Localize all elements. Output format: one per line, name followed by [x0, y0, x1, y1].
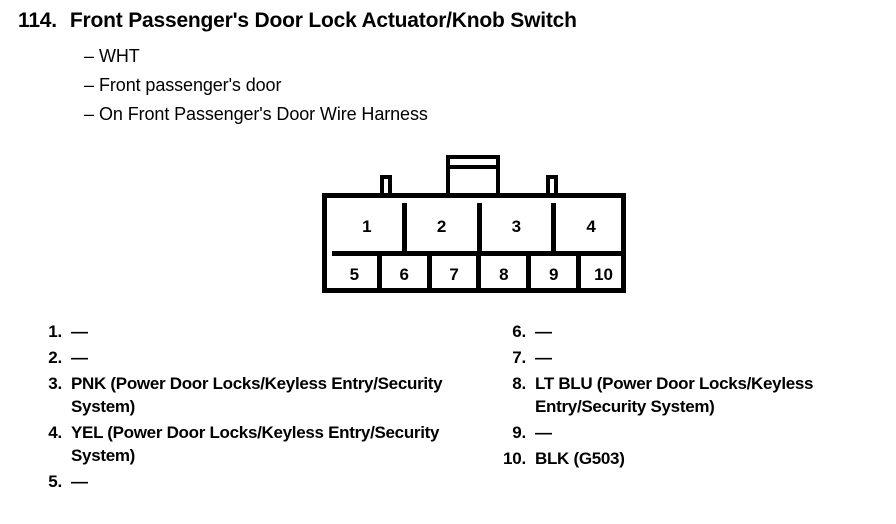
pin-legend-row: 9. — [492, 421, 896, 444]
pin-legend-row: 1. — [28, 320, 468, 343]
subtitle-line: –WHT [84, 46, 140, 67]
connector-pin-cell: 7 [432, 256, 482, 293]
subtitle-text: Front passenger's door [99, 75, 282, 95]
connector-pin-cell: 6 [382, 256, 432, 293]
entry-number: 114. [18, 9, 57, 32]
pin-number: 2. [48, 348, 62, 367]
connector-pin-cell: 10 [594, 264, 614, 284]
pin-number: 5. [48, 472, 62, 491]
pin-legend-row: 7. — [492, 346, 896, 369]
pin-number: 10. [502, 449, 526, 468]
dash-bullet-icon: – [84, 46, 94, 66]
pin-number: 4. [48, 423, 62, 442]
pin-legend-row: 2. — [28, 346, 468, 369]
pin-number: 9. [512, 423, 526, 442]
dash-bullet-icon: – [84, 75, 94, 95]
connector-side-tab-left [380, 175, 392, 193]
dash-bullet-icon: – [84, 104, 94, 124]
pin-description: LT BLU (Power Door Locks/Keyless Entry/S… [535, 374, 814, 416]
pin-description: — [71, 322, 88, 341]
pin-legend-row: 10. BLK (G503) [492, 447, 896, 470]
connector-side-tab-right [546, 175, 558, 193]
subtitle-text: WHT [99, 46, 140, 66]
connector-pin-cell: 4 [586, 217, 596, 236]
connector-pin-cell: 8 [481, 256, 532, 293]
connector-pin-cell: 5 [332, 256, 382, 293]
pin-legend-row: 6. — [492, 320, 896, 343]
entry-title: Front Passenger's Door Lock Actuator/Kno… [69, 9, 577, 32]
connector-body: 1 2 3 4 5 6 7 8 9 10 [322, 193, 626, 293]
pin-legend-row: 4. YEL (Power Door Locks/Keyless Entry/S… [28, 421, 468, 467]
connector-pin-cell: 9 [531, 256, 582, 293]
connector-pin-cell: 3 [482, 203, 557, 251]
pin-description: — [71, 472, 88, 491]
pin-number: 1. [48, 322, 62, 341]
pin-description: — [535, 423, 552, 442]
connector-pin-cell: 1 [332, 203, 407, 251]
pin-legend-right: 6. — 7. — 8. LT BLU (Power Door Locks/Ke… [492, 320, 896, 473]
pin-number: 3. [48, 374, 62, 393]
pin-description: BLK (G503) [535, 449, 625, 468]
pin-number: 8. [512, 374, 526, 393]
pin-legend-row: 3. PNK (Power Door Locks/Keyless Entry/S… [28, 372, 468, 418]
connector-pin-row-top: 1 2 3 4 [332, 203, 626, 251]
subtitle-line: –On Front Passenger's Door Wire Harness [84, 104, 428, 125]
pin-legend-row: 8. LT BLU (Power Door Locks/Keyless Entr… [492, 372, 896, 418]
pin-description: PNK (Power Door Locks/Keyless Entry/Secu… [71, 374, 443, 416]
pin-legend-row: 5. — [28, 470, 468, 493]
connector-pin-cell: 2 [407, 203, 482, 251]
subtitle-text: On Front Passenger's Door Wire Harness [99, 104, 428, 124]
pin-description: — [535, 322, 552, 341]
connector-latch-slot [450, 165, 496, 169]
pin-description: YEL (Power Door Locks/Keyless Entry/Secu… [71, 423, 440, 465]
pin-description: — [535, 348, 552, 367]
pin-description: — [71, 348, 88, 367]
pin-legend-left: 1. — 2. — 3. PNK (Power Door Locks/Keyle… [28, 320, 468, 496]
connector-diagram: 1 2 3 4 5 6 7 8 9 10 [322, 155, 626, 295]
connector-pin-row-bottom: 5 6 7 8 9 10 [332, 251, 626, 293]
pin-number: 6. [512, 322, 526, 341]
page-title: 114. Front Passenger's Door Lock Actuator… [18, 9, 577, 33]
connector-latch-tab [446, 155, 500, 195]
pin-number: 7. [512, 348, 526, 367]
subtitle-line: –Front passenger's door [84, 75, 281, 96]
